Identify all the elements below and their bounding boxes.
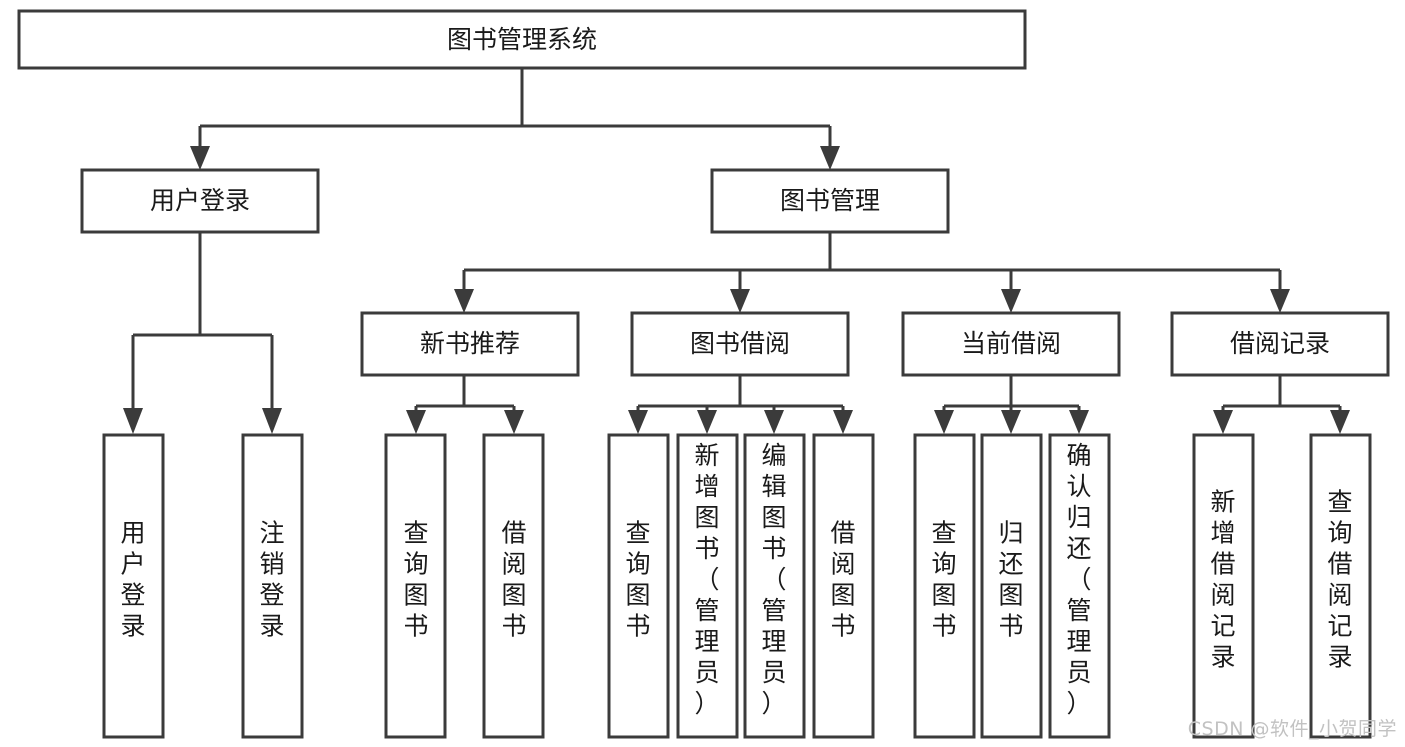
node-leaf-query-book-2-label: 查询图书 [625, 519, 650, 641]
node-book-management[interactable]: 图书管理 [710, 168, 950, 234]
connector-layer [123, 68, 1350, 434]
node-new-book-recommend-box[interactable] [360, 311, 580, 377]
node-leaf-edit-book[interactable]: 编辑图书（管理员） [743, 433, 806, 739]
arrow-leaf-return-book [1001, 410, 1021, 434]
node-book-borrow-box[interactable] [630, 311, 850, 377]
node-book-management-label: 图书管理 [780, 186, 880, 215]
node-user-login-box[interactable] [80, 168, 320, 234]
arrow-leaf-add-book [697, 410, 717, 434]
node-leaf-return-book-box[interactable] [980, 433, 1043, 739]
node-leaf-query-book-1-label: 查询图书 [403, 519, 428, 641]
node-root-label: 图书管理系统 [447, 25, 597, 54]
arrow-to-new-book-recommend [454, 289, 474, 313]
node-user-login-label: 用户登录 [150, 186, 250, 215]
node-leaf-user-logout-label: 注销登录 [259, 519, 284, 641]
arrow-leaf-user-logout [262, 408, 282, 434]
node-leaf-borrow-book-1-box[interactable] [482, 433, 545, 739]
arrow-leaf-borrow-book-2 [833, 410, 853, 434]
arrow-to-current-borrow [1001, 289, 1021, 313]
node-leaf-add-record-label: 新增借阅记录 [1210, 488, 1235, 672]
node-leaf-user-login-box[interactable] [102, 433, 165, 739]
node-leaf-return-book-label: 归还图书 [998, 519, 1023, 641]
arrow-to-book-management [820, 146, 840, 170]
node-leaf-query-book-2[interactable]: 查询图书 [607, 433, 670, 739]
node-leaf-query-book-3[interactable]: 查询图书 [913, 433, 976, 739]
node-leaf-borrow-book-2-box[interactable] [812, 433, 875, 739]
node-leaf-user-login-label: 用户登录 [120, 519, 145, 641]
node-leaf-add-book-label: 新增图书（管理员） [694, 441, 719, 718]
node-book-management-box[interactable] [710, 168, 950, 234]
arrow-to-user-login [190, 146, 210, 170]
node-new-book-recommend-label: 新书推荐 [420, 329, 520, 358]
node-leaf-add-record-box[interactable] [1192, 433, 1255, 739]
node-current-borrow[interactable]: 当前借阅 [901, 311, 1121, 377]
node-leaf-return-book[interactable]: 归还图书 [980, 433, 1043, 739]
arrow-leaf-query-record [1330, 410, 1350, 434]
arrow-leaf-query-book-1 [406, 410, 426, 434]
arrow-leaf-add-record [1213, 410, 1233, 434]
arrow-leaf-query-book-3 [934, 410, 954, 434]
node-leaf-query-record[interactable]: 查询借阅记录 [1309, 433, 1372, 739]
node-leaf-query-record-box[interactable] [1309, 433, 1372, 739]
node-leaf-confirm-return[interactable]: 确认归还（管理员） [1048, 433, 1111, 739]
node-leaf-add-book[interactable]: 新增图书（管理员） [676, 433, 739, 739]
node-leaf-borrow-book-2[interactable]: 借阅图书 [812, 433, 875, 739]
node-leaf-edit-book-label: 编辑图书（管理员） [761, 441, 786, 718]
node-leaf-confirm-return-label: 确认归还（管理员） [1066, 441, 1091, 718]
node-current-borrow-label: 当前借阅 [961, 329, 1061, 358]
node-new-book-recommend[interactable]: 新书推荐 [360, 311, 580, 377]
node-leaf-user-logout[interactable]: 注销登录 [241, 433, 304, 739]
node-borrow-record-label: 借阅记录 [1230, 329, 1330, 358]
node-root-box[interactable] [17, 9, 1027, 70]
arrow-leaf-borrow-book-1 [504, 410, 524, 434]
arrow-to-book-borrow [730, 289, 750, 313]
arrow-leaf-edit-book [764, 410, 784, 434]
node-user-login[interactable]: 用户登录 [80, 168, 320, 234]
node-leaf-edit-book-box[interactable] [743, 433, 806, 739]
node-leaf-add-book-box[interactable] [676, 433, 739, 739]
node-book-borrow[interactable]: 图书借阅 [630, 311, 850, 377]
node-current-borrow-box[interactable] [901, 311, 1121, 377]
arrow-leaf-confirm-return [1069, 410, 1089, 434]
node-leaf-query-book-2-box[interactable] [607, 433, 670, 739]
node-leaf-borrow-book-1-label: 借阅图书 [501, 519, 526, 641]
node-leaf-add-record[interactable]: 新增借阅记录 [1192, 433, 1255, 739]
node-borrow-record-box[interactable] [1170, 311, 1390, 377]
node-leaf-borrow-book-2-label: 借阅图书 [830, 519, 855, 641]
node-borrow-record[interactable]: 借阅记录 [1170, 311, 1390, 377]
node-leaf-query-book-3-box[interactable] [913, 433, 976, 739]
node-leaf-user-login[interactable]: 用户登录 [102, 433, 165, 739]
node-leaf-query-book-1-box[interactable] [384, 433, 447, 739]
node-book-borrow-label: 图书借阅 [690, 329, 790, 358]
node-leaf-query-book-1[interactable]: 查询图书 [384, 433, 447, 739]
node-leaf-query-record-label: 查询借阅记录 [1327, 488, 1352, 672]
arrow-to-borrow-record [1270, 289, 1290, 313]
arrow-leaf-user-login [123, 408, 143, 434]
node-root[interactable]: 图书管理系统 [17, 9, 1027, 70]
node-leaf-borrow-book-1[interactable]: 借阅图书 [482, 433, 545, 739]
arrow-leaf-query-book-2 [628, 410, 648, 434]
node-leaf-confirm-return-box[interactable] [1048, 433, 1111, 739]
node-leaf-user-logout-box[interactable] [241, 433, 304, 739]
node-leaf-query-book-3-label: 查询图书 [931, 519, 956, 641]
